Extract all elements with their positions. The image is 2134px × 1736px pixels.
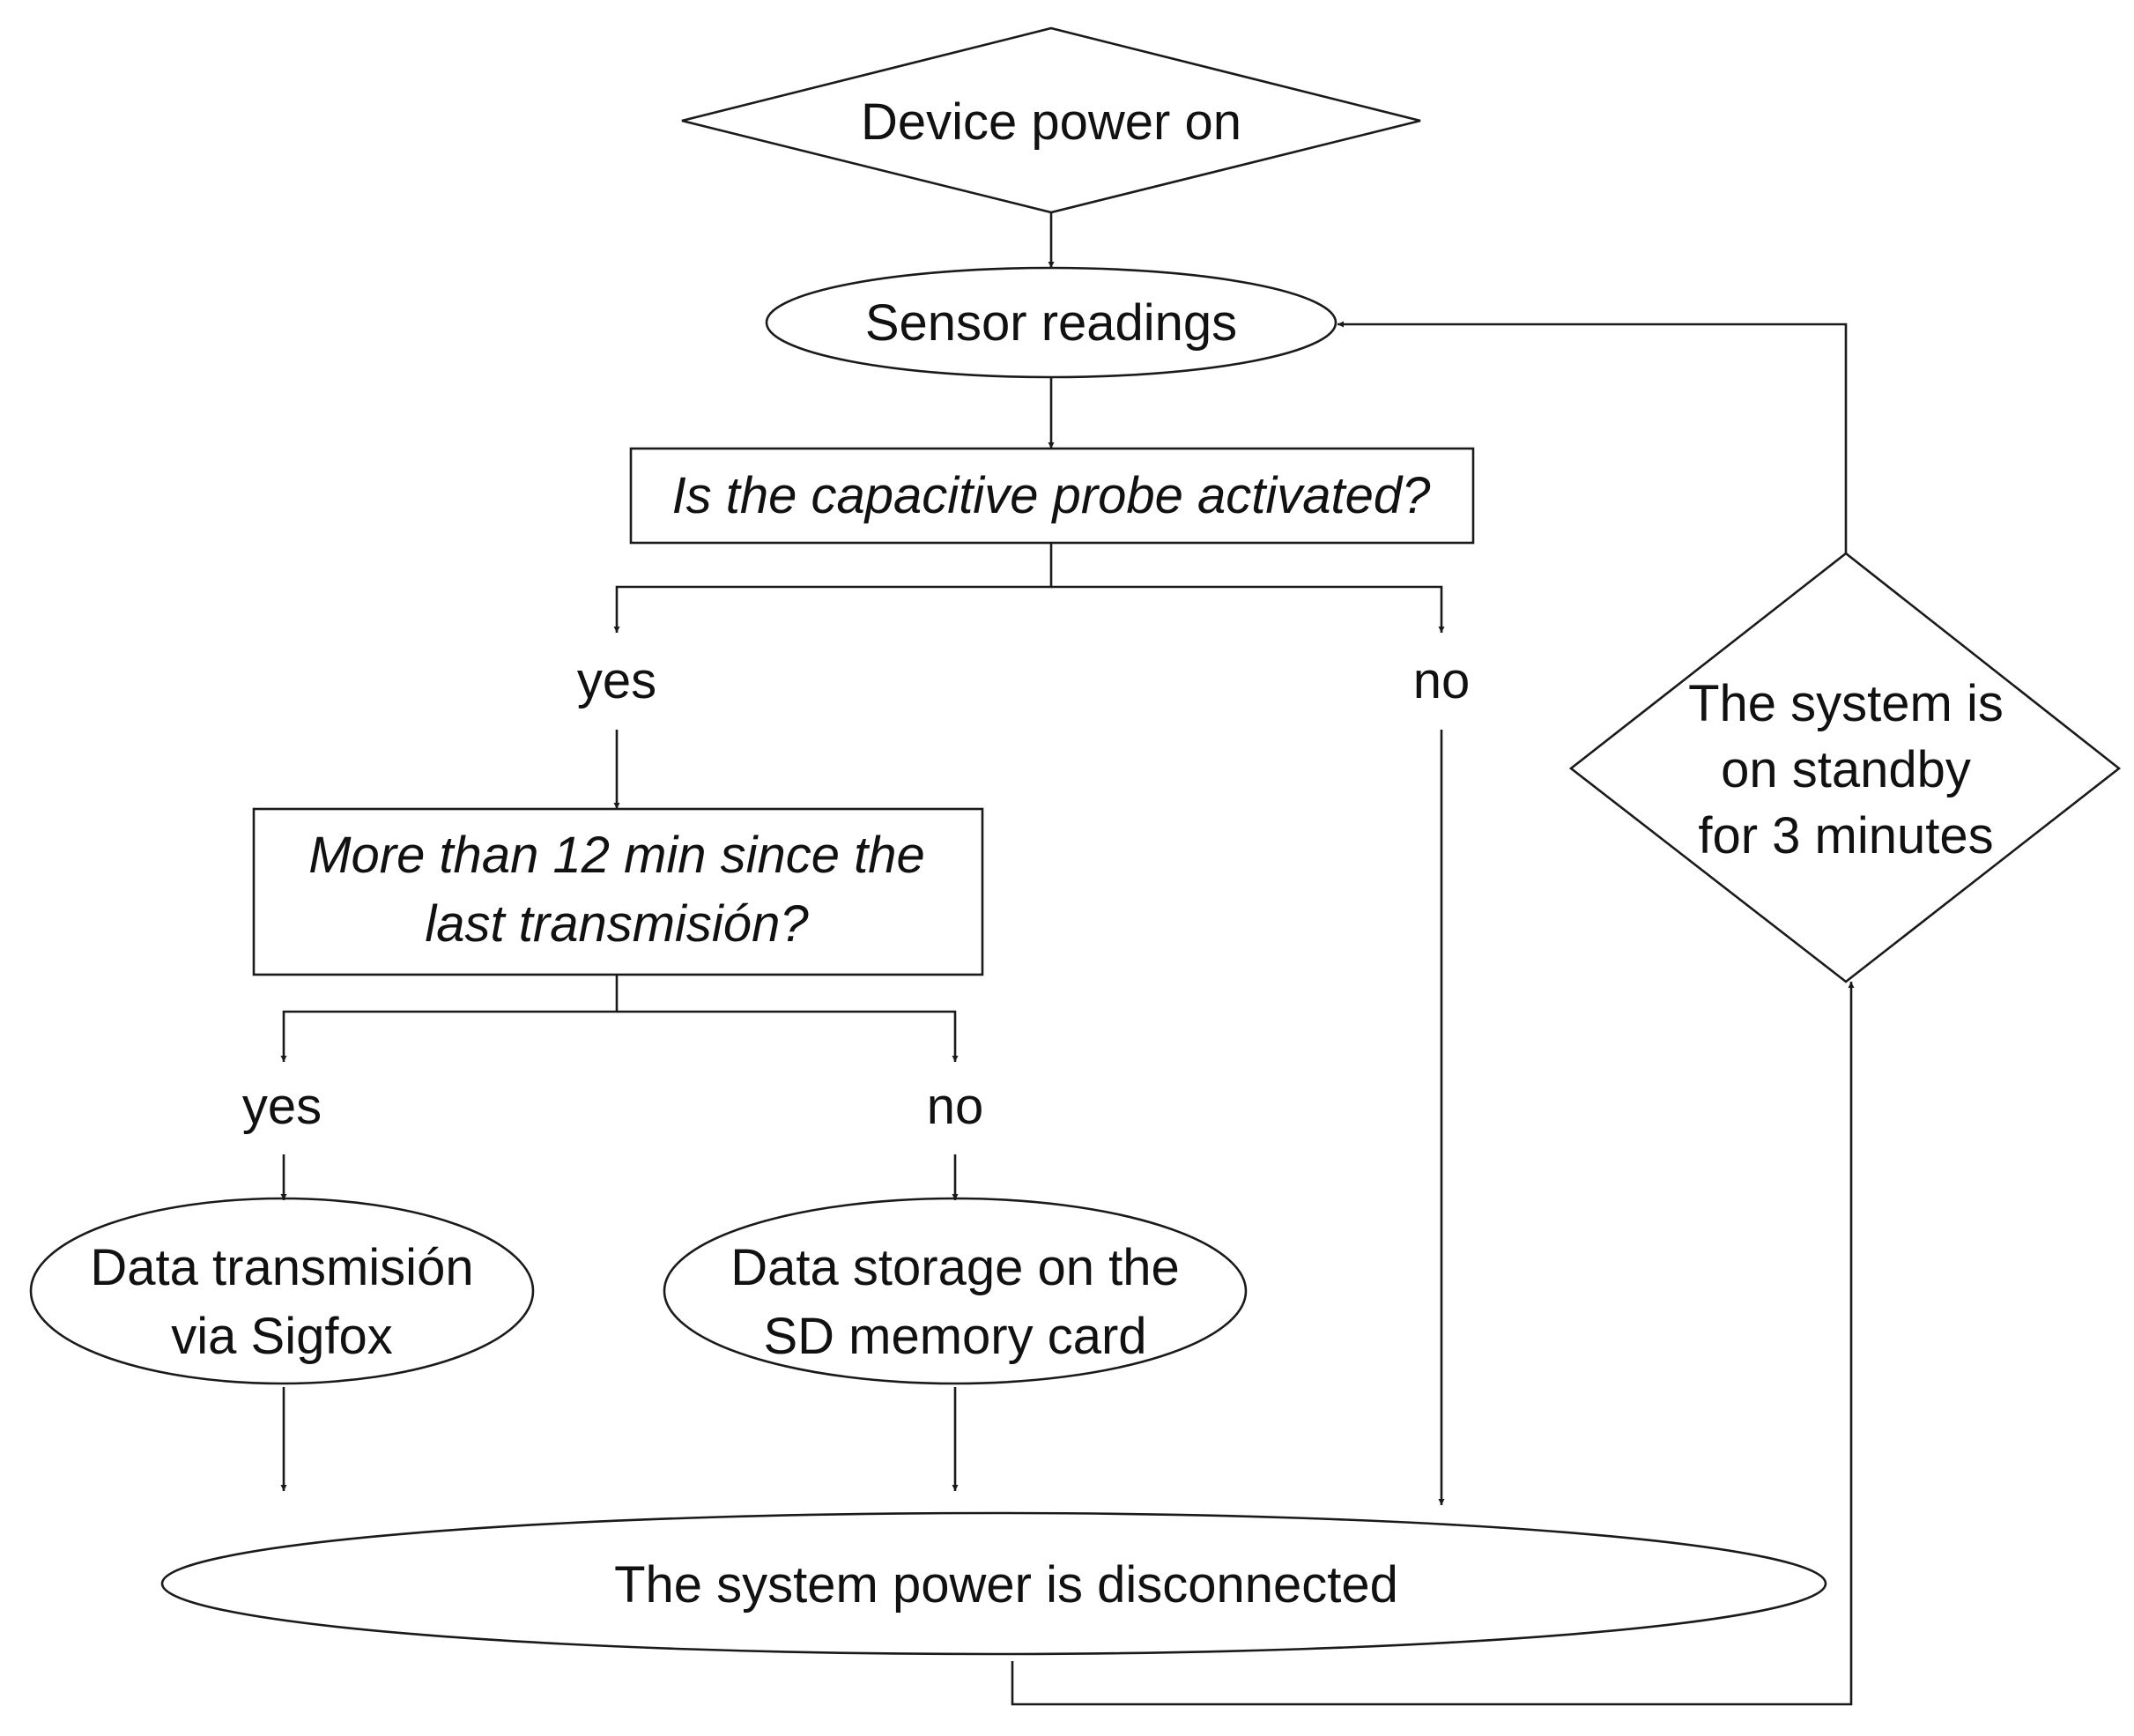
probe-no-branch bbox=[1051, 585, 1445, 633]
arrow-off-to-standby bbox=[1011, 982, 1855, 1706]
arrow-standby-to-sensor bbox=[1337, 321, 1848, 553]
time-yes-label: yes bbox=[242, 1078, 322, 1135]
probe-question-label: Is the capacitive probe activated? bbox=[672, 467, 1432, 524]
time-split-no bbox=[617, 1010, 959, 1062]
time-question-label-line1: More than 12 min since the bbox=[308, 827, 925, 884]
standby-label-line3: for 3 minutes bbox=[1698, 807, 1993, 864]
standby-diamond bbox=[1568, 552, 2122, 983]
probe-no-label: no bbox=[1413, 652, 1471, 709]
storage-label-line2: SD memory card bbox=[763, 1308, 1146, 1365]
standby-label-line1: The system is bbox=[1688, 675, 2004, 732]
probe-split-connector bbox=[613, 543, 1053, 633]
transmission-label-line2: via Sigfox bbox=[171, 1308, 392, 1365]
transmission-label-line1: Data transmisión bbox=[90, 1239, 473, 1296]
time-no-label: no bbox=[927, 1078, 984, 1135]
sensor-readings-label: Sensor readings bbox=[865, 294, 1237, 352]
storage-label-line1: Data storage on the bbox=[730, 1239, 1179, 1296]
power-off-label: The system power is disconnected bbox=[614, 1556, 1398, 1614]
power-on-label: Device power on bbox=[861, 93, 1241, 151]
power-off-ellipse bbox=[160, 1511, 1827, 1656]
probe-yes-label: yes bbox=[577, 652, 656, 709]
time-split-yes bbox=[280, 975, 619, 1062]
time-question-label-line2: last transmisión? bbox=[425, 895, 809, 953]
probe-question-box bbox=[629, 447, 1475, 545]
time-question-box bbox=[252, 807, 984, 976]
standby-label-line2: on standby bbox=[1721, 741, 1971, 798]
